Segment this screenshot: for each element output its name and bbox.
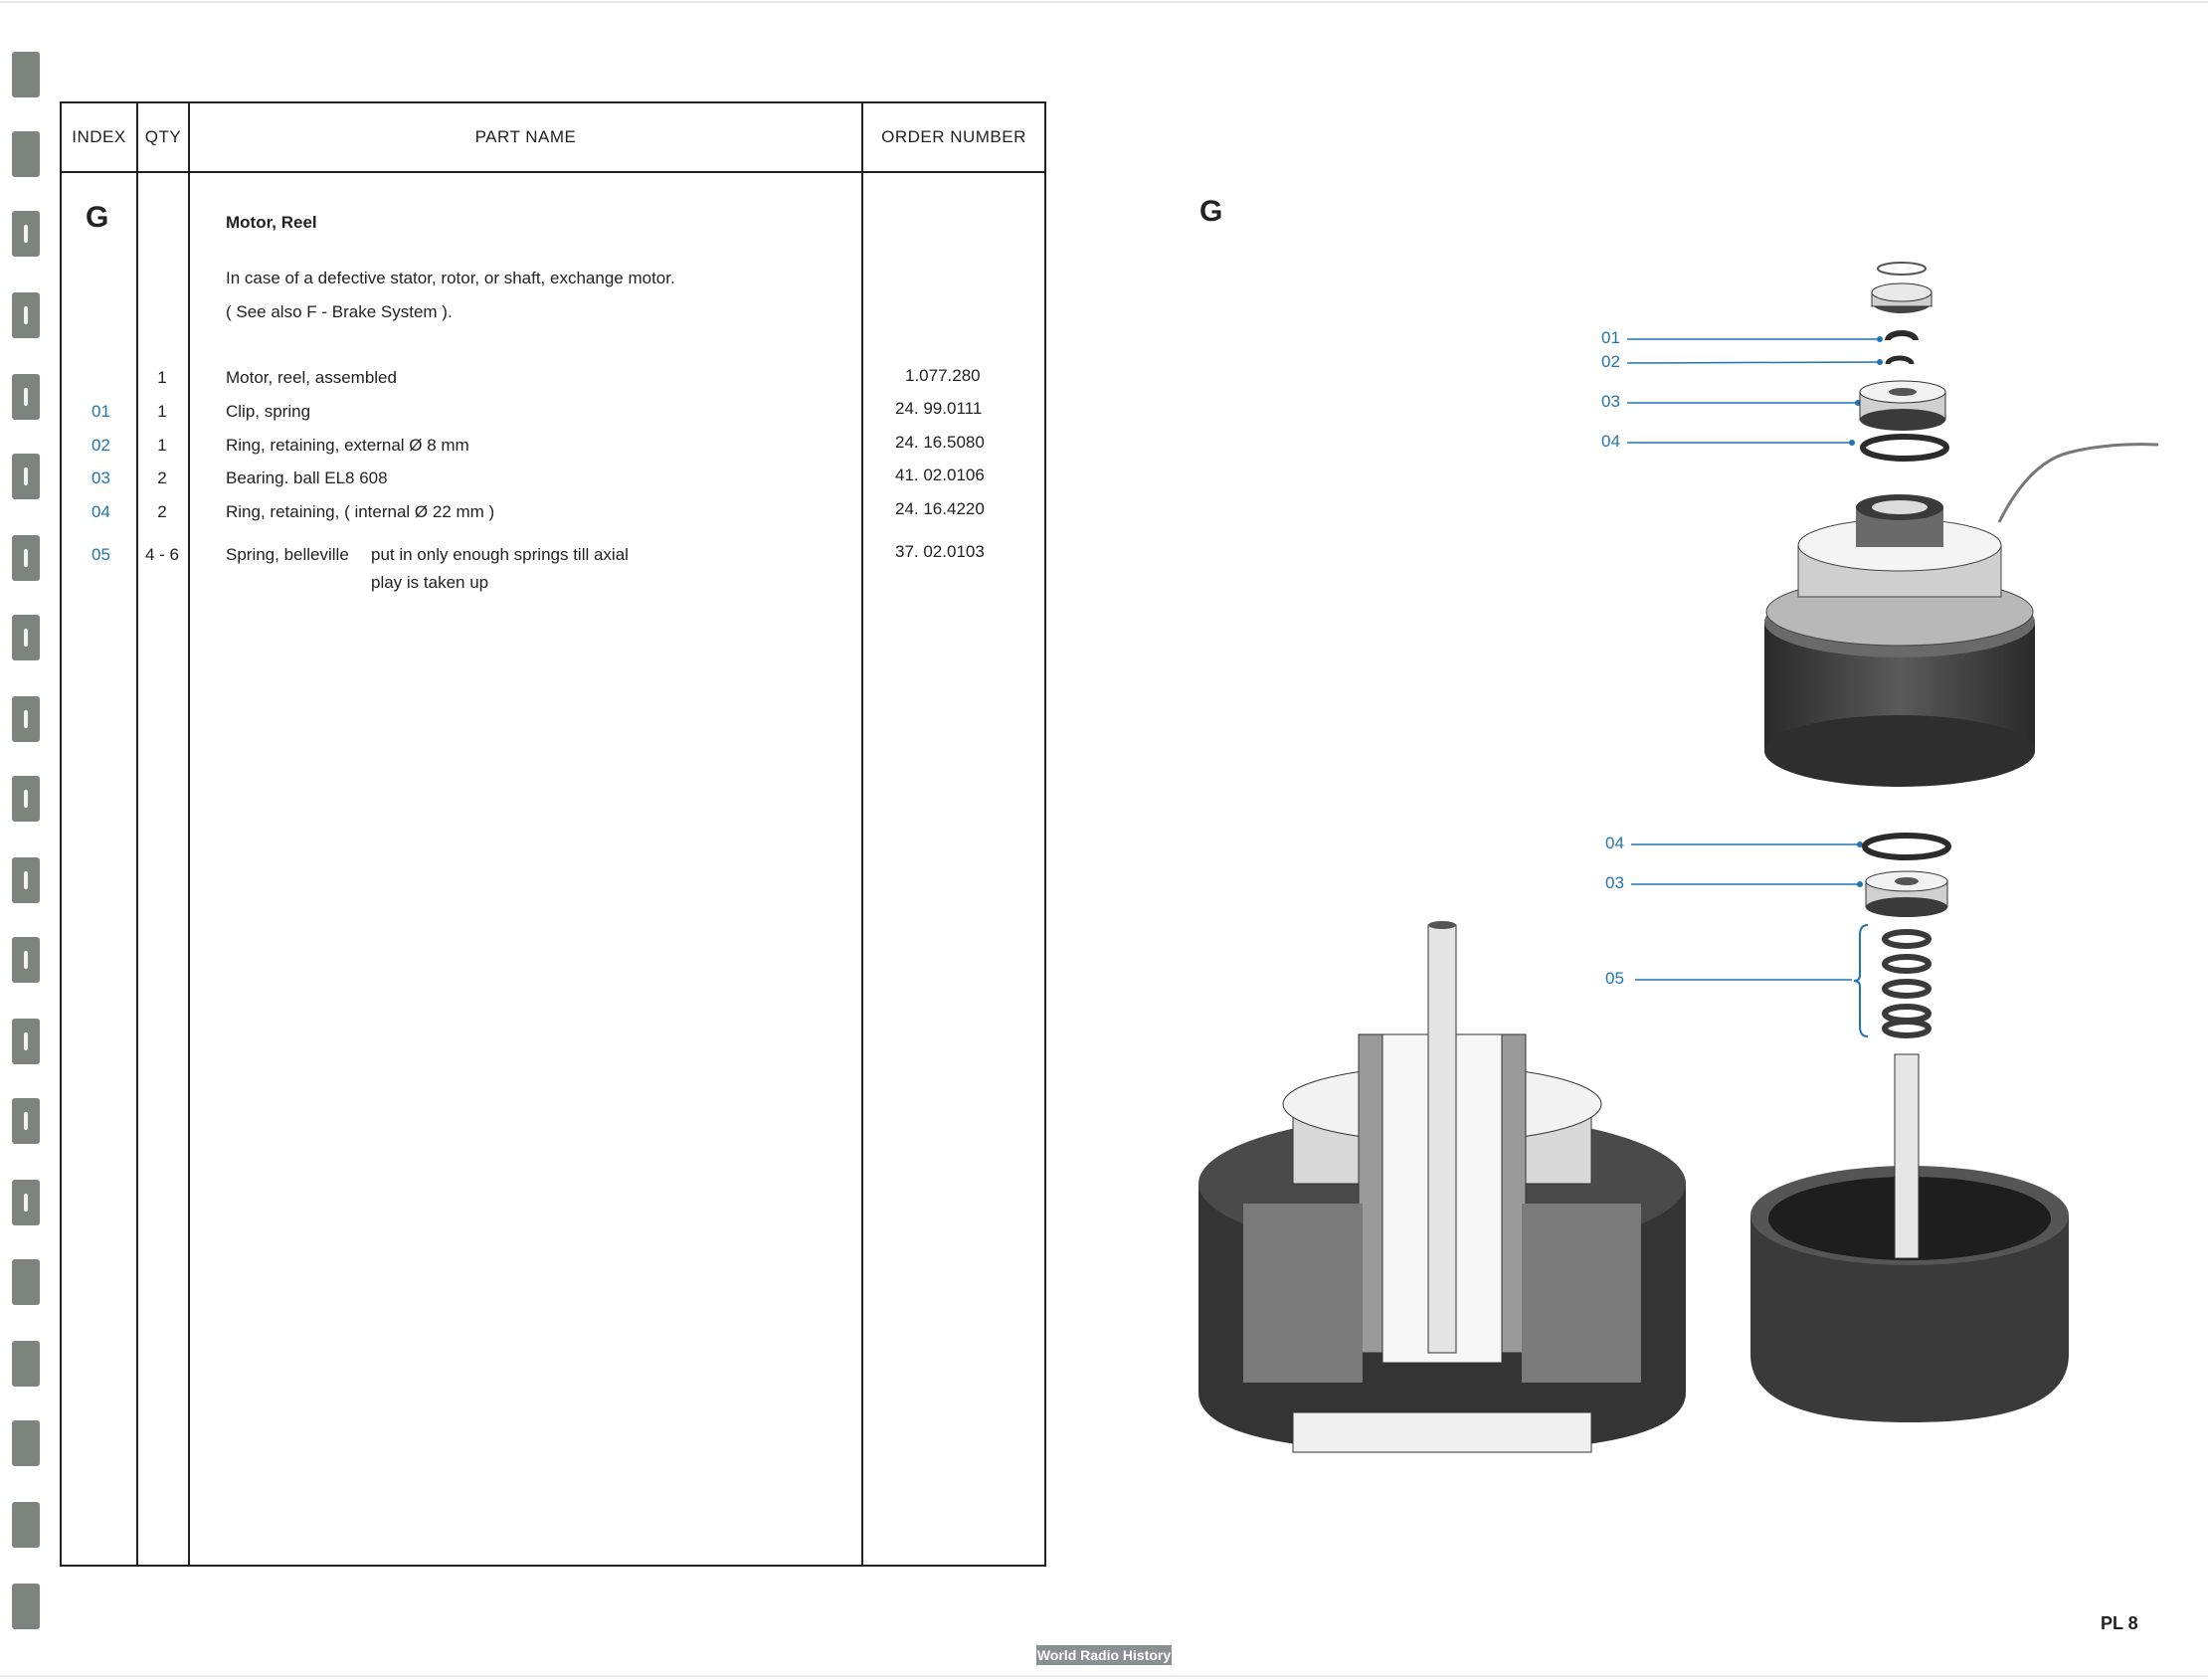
binder-tab [12,937,40,983]
group-letter: G [86,201,109,234]
header-qty: QTY [144,127,182,146]
row-order-number: 24. 16.5080 [895,433,985,452]
diagram-group-letter: G [1199,195,1223,228]
header-divider [62,171,1044,173]
binder-tab [12,776,40,822]
binder-tab-hole [24,951,28,969]
row-order-number: 24. 16.4220 [895,499,985,518]
row-index: 03 [92,468,110,487]
binder-tab [12,131,40,177]
cutaway-motor [1198,921,1686,1453]
binder-tab-hole [24,467,28,485]
note-line-2: ( See also F - Brake System ). [226,302,453,321]
row-qty: 2 [157,468,167,487]
row-part-name: Ring, retaining, external Ø 8 mm [226,436,469,455]
binder-tab [12,1259,40,1305]
row-part-name: Ring, retaining, ( internal Ø 22 mm ) [226,502,495,521]
binder-tab-hole [24,790,28,808]
lower-small-parts [1862,833,1951,1038]
binder-tab [12,52,40,97]
binder-tab [12,292,40,338]
row-part-name: Bearing. ball EL8 608 [226,468,388,487]
rotor-cup [1750,1053,2069,1422]
binder-tab-hole [24,225,28,243]
col-divider-name [861,103,863,1565]
binder-tab [12,1019,40,1064]
row-index: 02 [92,436,110,455]
row-qty: 1 [157,402,167,421]
parts-table: INDEX QTY PART NAME ORDER NUMBER G Motor… [60,101,1046,1567]
top-edge-line [0,1,2208,3]
row-qty: 4 - 6 [144,545,180,564]
binder-tab [12,615,40,660]
binder-tab [12,696,40,742]
binder-tab [12,211,40,257]
binder-tab-strip [12,0,40,1680]
binder-tab [12,1420,40,1466]
row-order-number: 37. 02.0103 [895,542,985,561]
row-qty: 1 [157,368,167,387]
row-order-number: 24. 99.0111 [895,399,983,418]
row-part-name: Motor, reel, assembled [226,368,397,387]
callout-03-lower: 03 [1605,873,1624,892]
upper-small-parts [1859,262,1949,462]
page-label: PL 8 [2101,1613,2138,1633]
binder-tab-hole [24,388,28,406]
row-part-name: Clip, spring [226,402,311,421]
stator-assembly [1764,443,2159,787]
group-title: Motor, Reel [226,213,317,232]
binder-tab [12,454,40,499]
callout-03: 03 [1601,392,1620,411]
binder-tab [12,1180,40,1225]
col-divider-index [136,103,138,1565]
binder-tab-hole [24,549,28,567]
binder-tab-hole [24,1112,28,1130]
binder-tab [12,374,40,420]
binder-tab-hole [24,1032,28,1050]
row-index: 01 [92,402,110,421]
callout-04-lower: 04 [1605,834,1624,852]
row-index: 05 [92,545,110,564]
row-qty: 2 [157,502,167,521]
spring-note-line-2: play is taken up [371,573,489,592]
spring-bracket [1853,924,1869,1037]
callout-01: 01 [1601,328,1620,347]
spring-note-line-1: put in only enough springs till axial [371,545,629,564]
callout-05: 05 [1605,969,1624,988]
binder-tab [12,1502,40,1548]
row-part-name: Spring, belleville [226,545,349,564]
header-index: INDEX [72,127,126,146]
note-line-1: In case of a defective stator, rotor, or… [226,269,675,287]
binder-tab [12,535,40,581]
row-index: 04 [92,502,110,521]
row-order-number: 1.077.280 [905,366,981,385]
binder-tab [12,857,40,903]
row-qty: 1 [157,436,167,455]
binder-tab [12,1098,40,1144]
callout-02: 02 [1601,352,1620,371]
header-order-number: ORDER NUMBER [881,127,1026,146]
col-divider-qty [188,103,190,1565]
binder-tab [12,1584,40,1629]
binder-tab-hole [24,629,28,647]
bottom-edge-line [0,1675,2208,1677]
callout-leader-lines [1626,338,1881,981]
binder-tab-hole [24,871,28,889]
binder-tab-hole [24,306,28,324]
binder-tab-hole [24,1194,28,1212]
binder-tab-hole [24,710,28,728]
binder-tab [12,1341,40,1387]
row-order-number: 41. 02.0106 [895,466,985,484]
callout-04: 04 [1601,432,1620,451]
footer-watermark: World Radio History [1036,1645,1172,1665]
header-part-name: PART NAME [474,127,577,146]
